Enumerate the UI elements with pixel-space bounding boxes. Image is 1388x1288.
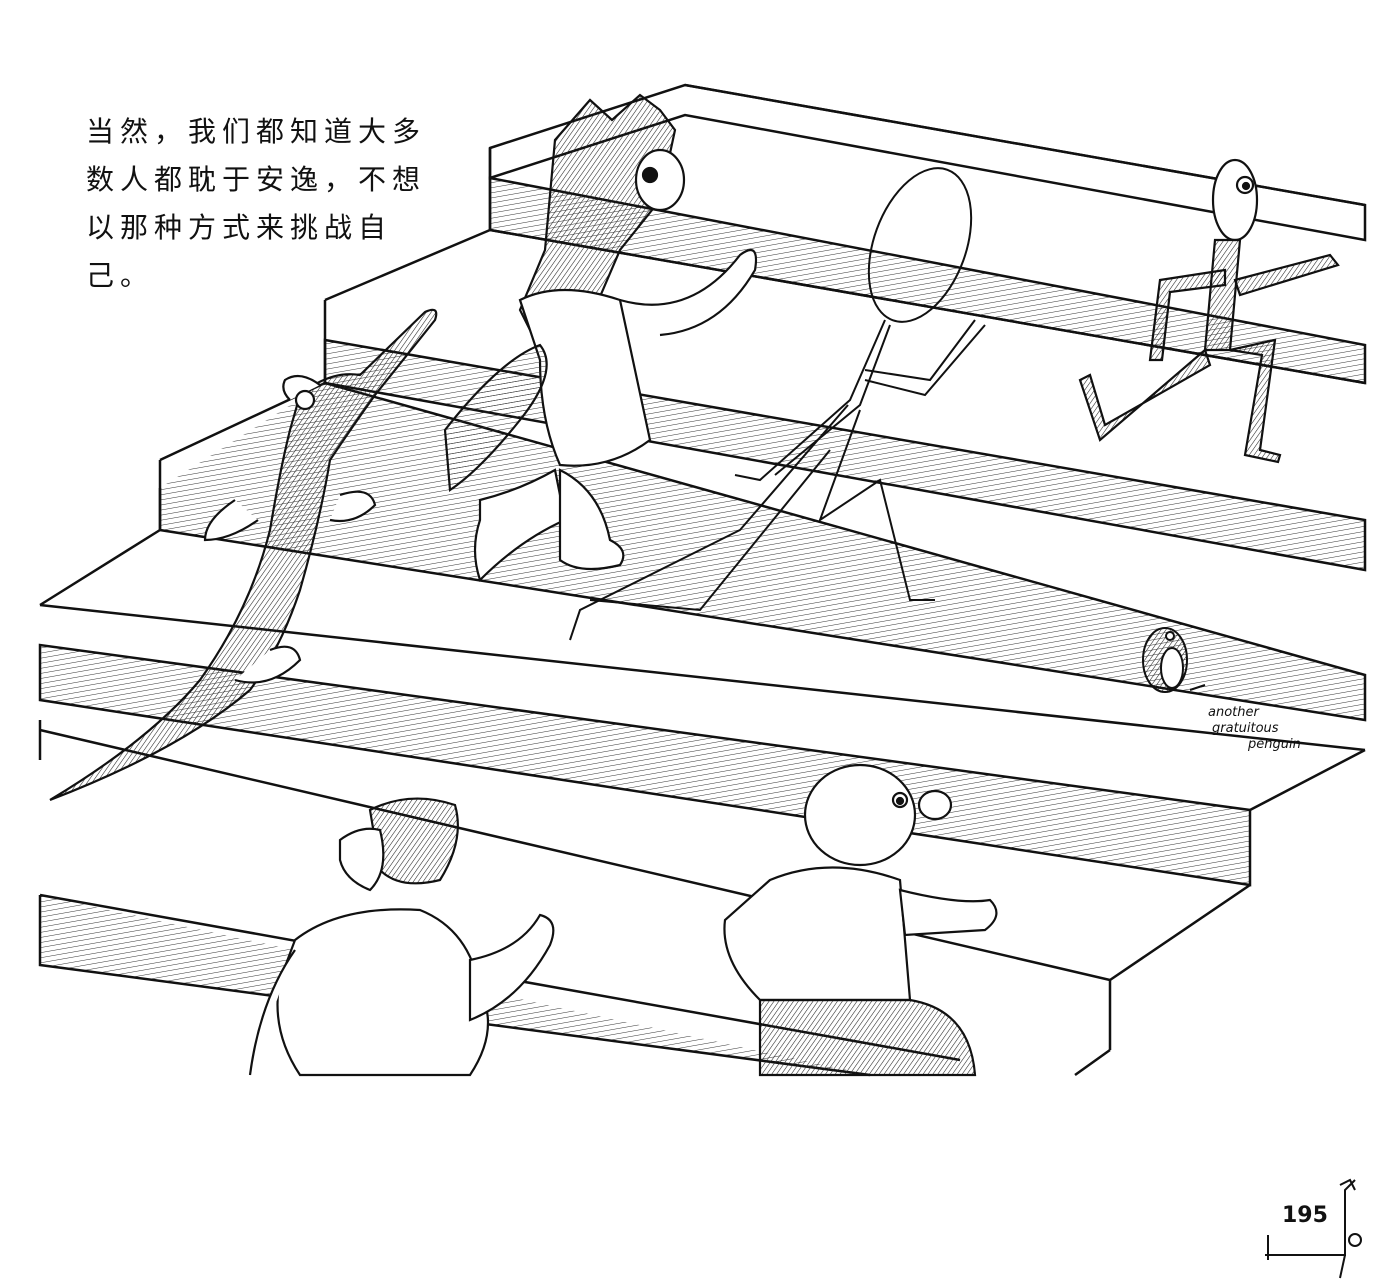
caption-text: 当然，我们都知道大多 数人都耽于安逸，不想 以那种方式来挑战自 己。	[86, 108, 427, 300]
crocodile-figure	[49, 308, 438, 802]
penguin-figure	[1142, 627, 1206, 693]
corner-doodle	[1265, 1178, 1362, 1279]
outlined-stick-figure	[569, 167, 986, 641]
penguin-note-line: penguin	[1248, 737, 1301, 752]
woman-figure	[248, 797, 555, 1077]
penguin-annotation: another gratuitous penguin	[1208, 705, 1301, 753]
caption-line: 数人都耽于安逸，不想	[86, 163, 427, 196]
penguin-note-line: another	[1208, 705, 1259, 720]
caveman-figure	[443, 93, 758, 583]
caption-line: 当然，我们都知道大多	[86, 115, 427, 148]
bald-man-figure	[723, 763, 998, 1077]
penguin-note-line: gratuitous	[1212, 721, 1279, 736]
caption-line: 以那种方式来挑战自	[86, 211, 393, 244]
page-number: 195	[1282, 1203, 1328, 1228]
caption-line: 己。	[86, 259, 155, 292]
striped-runner-figure	[1078, 158, 1340, 464]
